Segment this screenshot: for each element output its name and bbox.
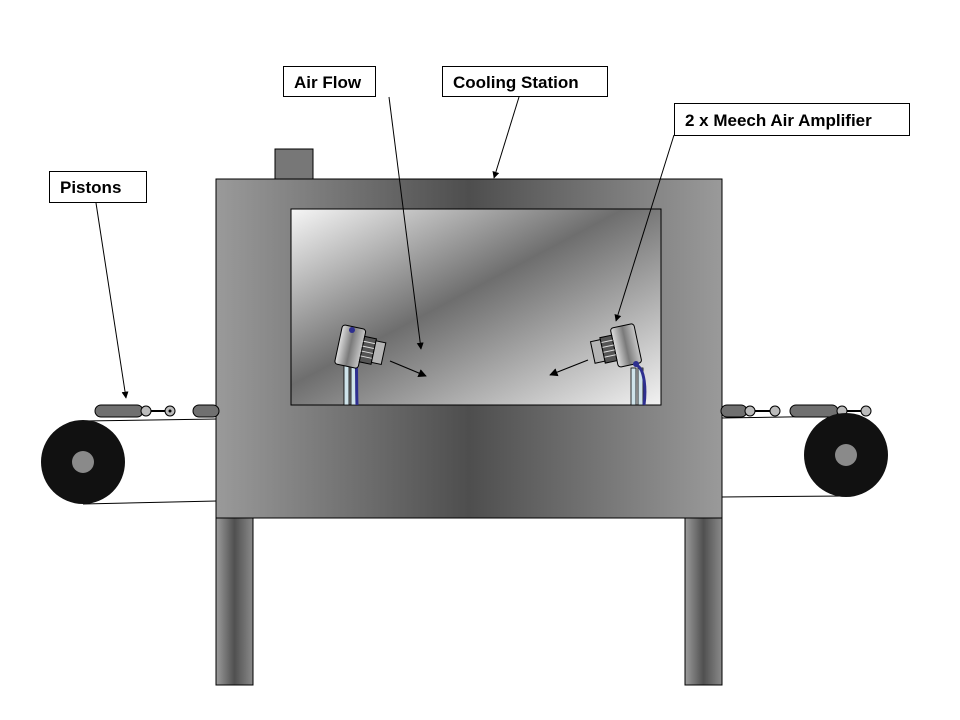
air-amplifier-icon <box>589 323 647 406</box>
air-amplifier-label: 2 x Meech Air Amplifier <box>674 103 910 136</box>
cooling-station-label: Cooling Station <box>442 66 608 97</box>
cooling-station-leader <box>492 96 520 179</box>
air-flow-leader <box>388 96 424 350</box>
piston-icon <box>720 404 872 418</box>
piston-icon <box>94 404 220 418</box>
pistons-leader <box>95 202 129 399</box>
air-flow-arrow-right <box>549 359 589 377</box>
right-leg <box>684 517 723 686</box>
roller-icon <box>41 420 125 504</box>
air-flow-label: Air Flow <box>283 66 376 97</box>
belt-bottom-left <box>82 500 218 505</box>
belt-top-left <box>82 418 218 422</box>
pistons-label: Pistons <box>49 171 147 203</box>
amplifier-leader <box>614 134 675 322</box>
top-vent-block <box>274 148 314 180</box>
left-leg <box>215 517 254 686</box>
air-flow-arrow-left <box>389 360 427 377</box>
roller-icon <box>804 413 888 497</box>
belt-bottom-right <box>720 495 847 498</box>
air-amplifier-icon <box>334 324 387 406</box>
cooling-chamber-window <box>290 208 662 406</box>
